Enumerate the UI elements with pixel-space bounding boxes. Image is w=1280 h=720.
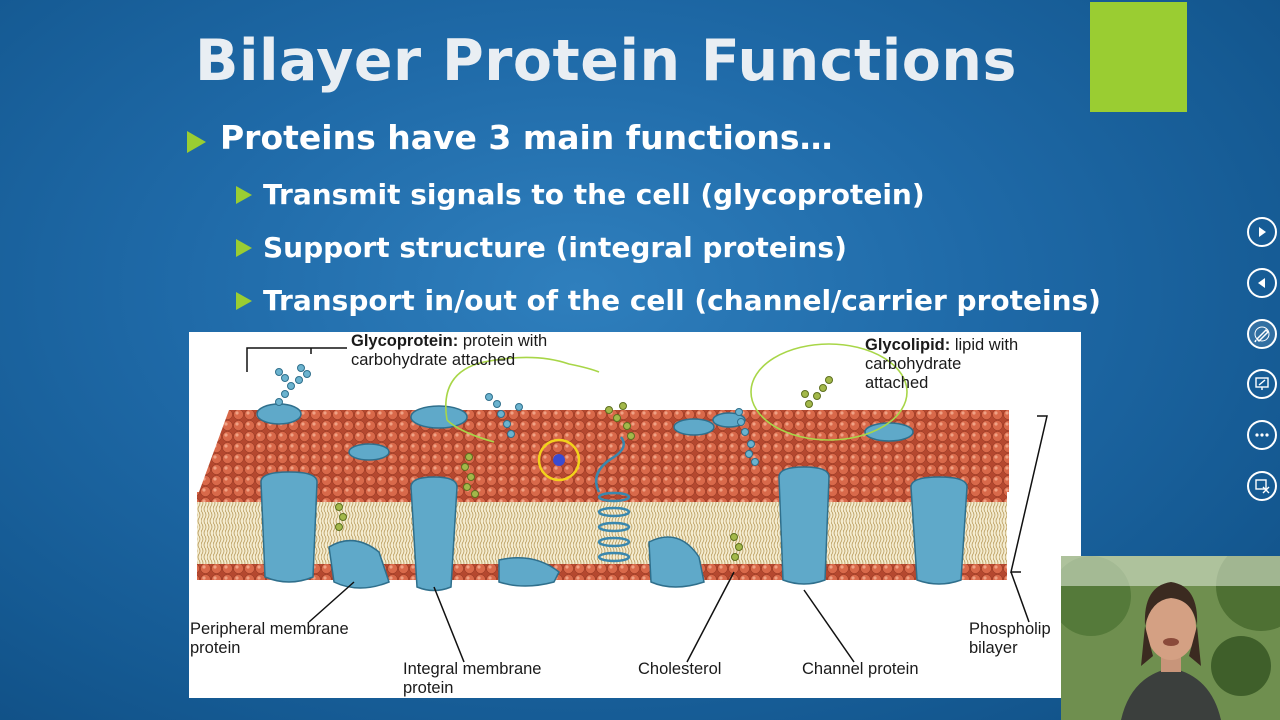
- sub-bullet-2: Support structure (integral proteins): [263, 231, 847, 264]
- next-slide-button[interactable]: [1247, 217, 1277, 247]
- previous-slide-button[interactable]: [1247, 268, 1277, 298]
- pen-icon: [1254, 326, 1270, 343]
- main-bullet: Proteins have 3 main functions…: [220, 118, 833, 157]
- previous-icon: [1258, 278, 1265, 288]
- end-show-button[interactable]: [1247, 471, 1277, 501]
- bullet-arrow-icon: [187, 131, 206, 153]
- glycoprotein-label: Glycoprotein: protein with carbohydrate …: [351, 332, 548, 369]
- accent-box: [1090, 2, 1187, 112]
- glycolipid-label: Glycolipid: lipid with carbohydrate atta…: [865, 336, 1019, 392]
- slide-title: Bilayer Protein Functions: [195, 28, 1017, 94]
- cholesterol-label: Cholesterol: [638, 660, 722, 678]
- phospholipid-bilayer-label: Phospholip bilayer: [969, 620, 1051, 657]
- webcam-image: [1061, 556, 1280, 720]
- more-icon: [1255, 433, 1269, 437]
- slide-view-button[interactable]: [1247, 369, 1277, 399]
- bullet-arrow-icon: [236, 186, 252, 204]
- slide-view-icon: [1255, 377, 1269, 390]
- membrane-illustration: [197, 343, 1048, 663]
- presenter-webcam: [1061, 556, 1280, 720]
- more-options-button[interactable]: [1247, 420, 1277, 450]
- sub-bullet-3: Transport in/out of the cell (channel/ca…: [263, 284, 1101, 317]
- integral-protein-label: Integral membrane protein: [403, 660, 542, 697]
- pen-tool-button[interactable]: [1247, 319, 1277, 349]
- membrane-diagram: Glycoprotein: protein with carbohydrate …: [189, 332, 1081, 698]
- sub-bullet-1: Transmit signals to the cell (glycoprote…: [263, 178, 925, 211]
- bullet-arrow-icon: [236, 292, 252, 310]
- bullet-arrow-icon: [236, 239, 252, 257]
- next-icon: [1259, 227, 1266, 237]
- channel-protein-label: Channel protein: [802, 660, 919, 678]
- peripheral-protein-label: Peripheral membrane protein: [190, 620, 349, 657]
- end-show-icon: [1255, 479, 1270, 494]
